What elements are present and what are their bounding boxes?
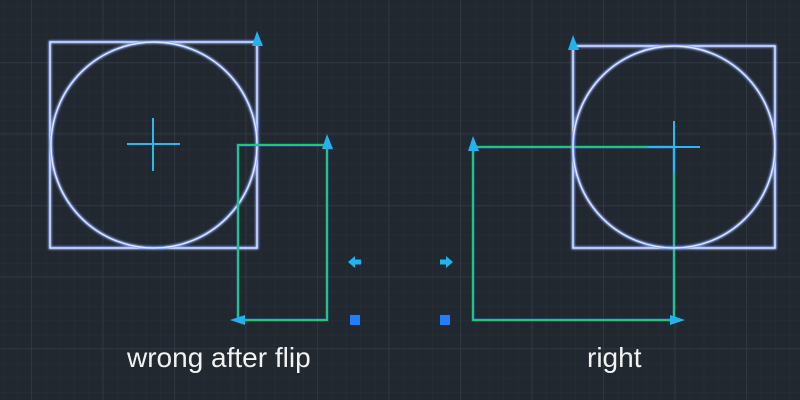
grip-square-icon[interactable] (440, 315, 450, 325)
right-green-rect[interactable] (471, 145, 676, 322)
arrow-up-icon[interactable] (322, 134, 333, 149)
label-right: right (587, 342, 642, 373)
grip-square-icon[interactable] (350, 315, 360, 325)
panel-wrong-after-flip (48, 31, 333, 325)
left-crosshair-icon (127, 118, 180, 171)
panel-right (468, 35, 777, 325)
grip-arrow-right-icon[interactable] (440, 256, 453, 268)
grip-arrow-left-icon[interactable] (348, 256, 361, 268)
right-crosshair-icon (648, 121, 700, 173)
arrow-left-icon[interactable] (230, 315, 245, 325)
arrow-up-icon[interactable] (568, 35, 579, 50)
label-wrong-after-flip: wrong after flip (127, 342, 311, 373)
arrow-up-icon[interactable] (468, 136, 479, 151)
arrow-right-icon[interactable] (670, 315, 685, 325)
arrow-up-icon[interactable] (252, 31, 263, 46)
grips (348, 256, 453, 325)
right-circle[interactable] (572, 45, 776, 249)
